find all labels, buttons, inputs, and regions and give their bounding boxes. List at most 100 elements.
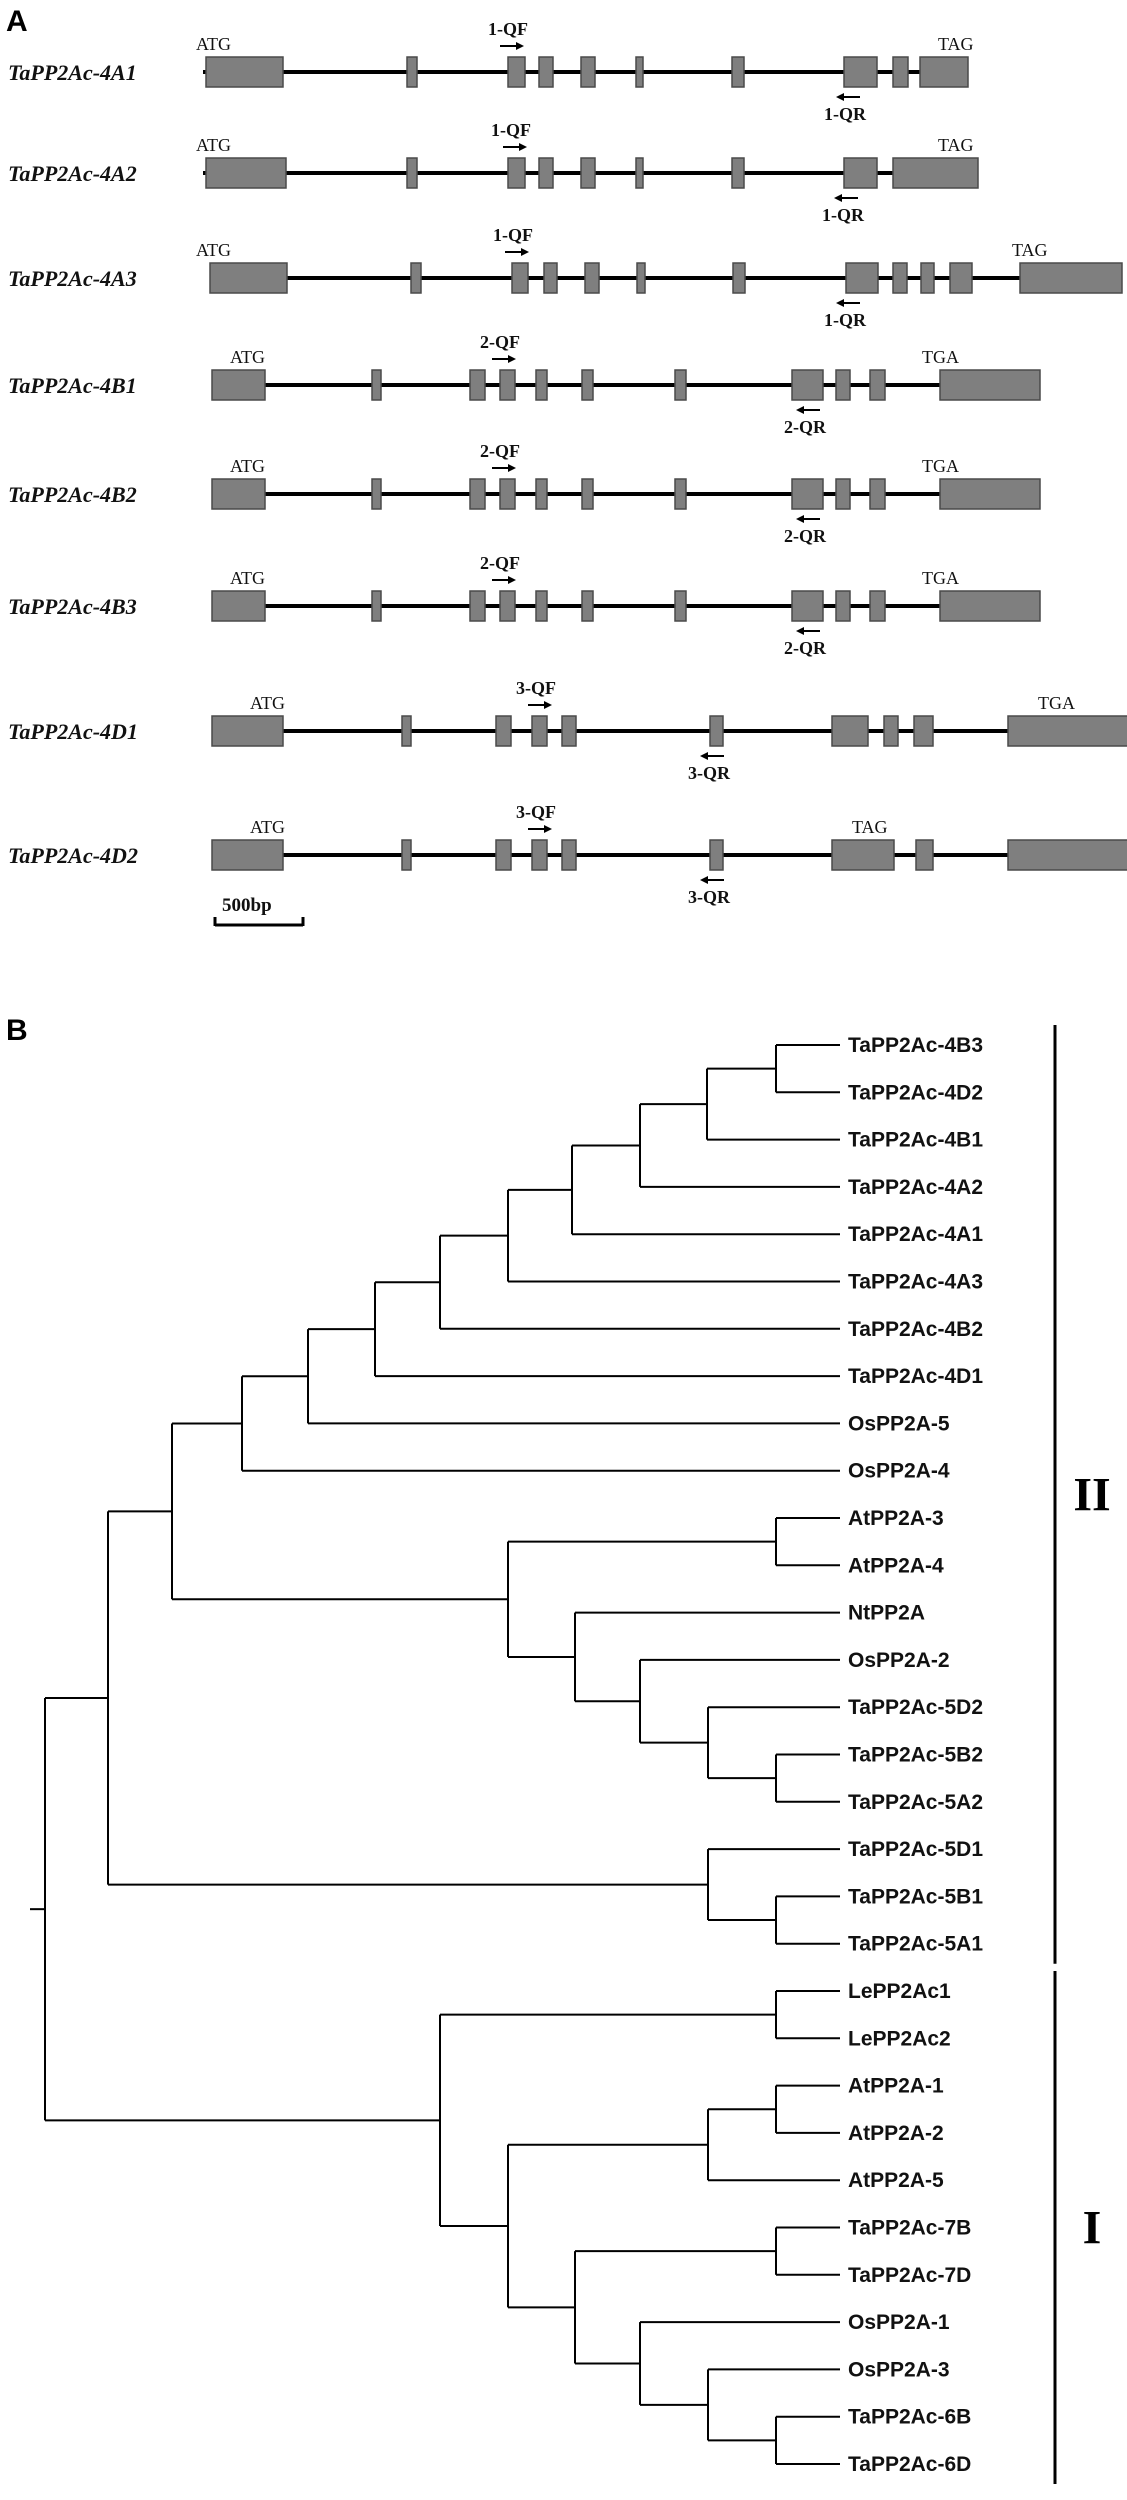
tree-leaf-label: OsPP2A-3 [848,2358,950,2381]
exon-box [535,369,548,401]
tree-leaf-label: TaPP2Ac-5B2 [848,1744,983,1767]
exon-box [495,839,512,871]
exon-box [469,369,486,401]
tree-leaf-label: NtPP2A [848,1602,925,1625]
forward-primer-label: 2-QF [480,441,520,461]
forward-arrowhead [544,701,552,709]
tree-leaf-label: LePP2Ac2 [848,2027,951,2050]
exon-box [209,262,288,294]
exon-box [581,590,594,622]
exon-box [211,369,266,401]
tree-leaf-label: TaPP2Ac-4B3 [848,1034,983,1057]
tree-leaf-label: TaPP2Ac-4D2 [848,1081,983,1104]
exon-box [835,369,851,401]
exon-box [211,478,266,510]
forward-primer-label: 3-QF [516,802,556,822]
exon-box [892,56,909,88]
gene-name: TaPP2Ac-4A2 [8,161,137,186]
exon-box [371,369,382,401]
tree-leaf-label: AtPP2A-1 [848,2075,944,2098]
exon-box [920,262,935,294]
reverse-arrowhead [700,752,708,760]
exon-box [869,369,886,401]
exon-box [1007,839,1127,871]
exon-box [499,369,516,401]
tree-leaf-label: AtPP2A-4 [848,1554,944,1577]
tree-leaf-label: TaPP2Ac-6D [848,2453,971,2476]
exon-box [535,478,548,510]
stop-codon-label: TGA [922,456,959,476]
exon-box [843,157,878,189]
gene-name: TaPP2Ac-4B3 [8,594,137,619]
forward-arrowhead [521,248,529,256]
exon-box [843,56,878,88]
exon-box [469,590,486,622]
exon-box [543,262,558,294]
exon-box [535,590,548,622]
exon-box [732,262,746,294]
reverse-primer-label: 3-QR [688,763,731,783]
stop-codon-label: TGA [1038,693,1075,713]
exon-box [205,157,287,189]
exon-box [674,478,687,510]
forward-primer-label: 2-QF [480,553,520,573]
tree-leaf-label: TaPP2Ac-5D2 [848,1696,983,1719]
exon-box [561,839,577,871]
tree-leaf-label: OsPP2A-5 [848,1412,950,1435]
reverse-primer-label: 2-QR [784,638,827,658]
group-label: II [1073,1468,1110,1521]
exon-box [211,715,284,747]
start-codon-label: ATG [250,693,285,713]
tree-leaf-label: OsPP2A-4 [848,1460,950,1483]
exon-box [731,56,745,88]
start-codon-label: ATG [230,568,265,588]
tree-leaf-label: TaPP2Ac-4D1 [848,1365,983,1388]
phylogenetic-tree-panel: TaPP2Ac-4B3TaPP2Ac-4D2TaPP2Ac-4B1TaPP2Ac… [30,1025,1111,2484]
tree-leaf-label: AtPP2A-2 [848,2122,944,2145]
gene-name: TaPP2Ac-4B2 [8,482,137,507]
exon-box [731,157,745,189]
exon-box [581,369,594,401]
exon-box [709,839,724,871]
exon-box [635,157,644,189]
exon-box [791,478,824,510]
exon-box [831,839,895,871]
stop-codon-label: TAG [1012,240,1048,260]
exon-box [709,715,724,747]
exon-box [499,590,516,622]
reverse-primer-label: 1-QR [822,205,865,225]
exon-box [410,262,422,294]
forward-primer-label: 1-QF [491,120,531,140]
forward-primer-label: 1-QF [488,19,528,39]
exon-box [561,715,577,747]
tree-leaf-label: TaPP2Ac-4A3 [848,1271,983,1294]
exon-box [913,715,934,747]
exon-box [401,839,412,871]
exon-box [939,590,1041,622]
panel-b-label: B [6,1014,28,1047]
exon-box [1019,262,1123,294]
exon-box [919,56,969,88]
gene-name: TaPP2Ac-4D2 [8,843,138,868]
exon-box [507,157,526,189]
exon-box [1007,715,1127,747]
reverse-arrowhead [836,93,844,101]
reverse-primer-label: 2-QR [784,526,827,546]
start-codon-label: ATG [196,240,231,260]
forward-arrowhead [516,42,524,50]
exon-box [211,590,266,622]
exon-box [511,262,529,294]
exon-box [499,478,516,510]
reverse-primer-label: 3-QR [688,887,731,907]
exon-box [580,56,596,88]
exon-box [869,478,886,510]
exon-box [401,715,412,747]
tree-leaf-label: TaPP2Ac-7D [848,2264,971,2287]
exon-box [883,715,899,747]
exon-box [915,839,934,871]
